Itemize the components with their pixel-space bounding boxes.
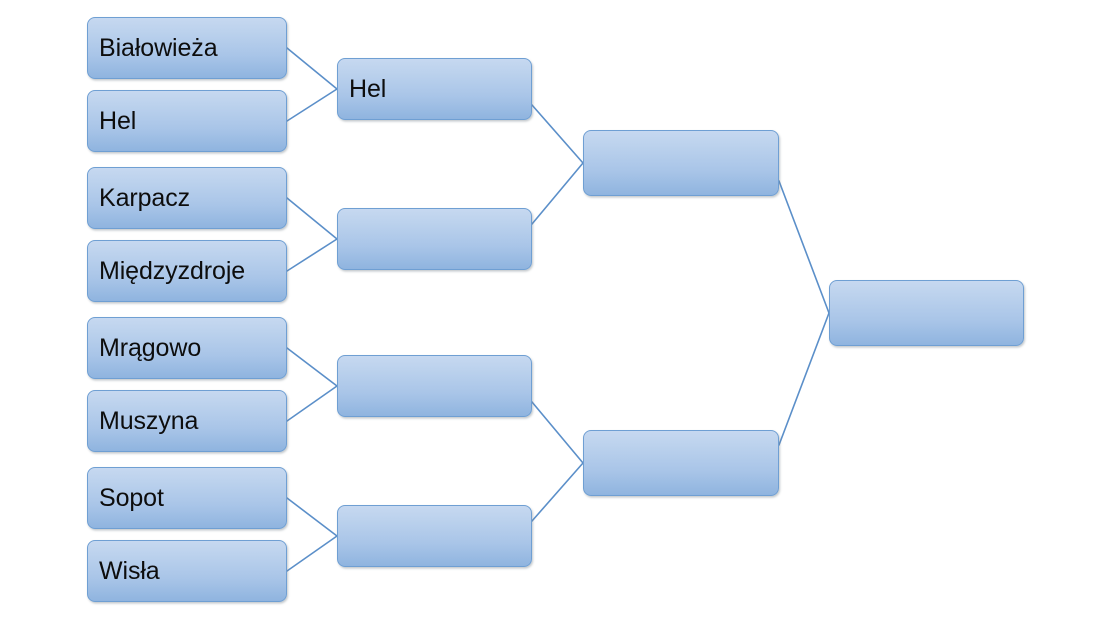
connector-r1-2-to-r2-1 [286, 197, 338, 240]
bracket-slot-label: Karpacz [99, 183, 191, 212]
connector-r2-3-to-sf-1 [531, 462, 584, 522]
connector-r1-3-to-r2-1 [286, 238, 338, 272]
bracket-slot-round1-7[interactable]: Wisła [87, 540, 287, 602]
bracket-slot-label: Międzyzdroje [99, 256, 246, 285]
bracket-slot-round1-4[interactable]: Mrągowo [87, 317, 287, 379]
bracket-slot-label: Muszyna [99, 406, 199, 435]
bracket-slot-final-0[interactable] [829, 280, 1024, 346]
connector-r2-0-to-sf-0 [531, 104, 584, 164]
bracket-slot-round2-2[interactable] [337, 355, 532, 417]
connector-sf-1-to-final [778, 312, 830, 446]
bracket-slot-round2-3[interactable] [337, 505, 532, 567]
connector-r1-0-to-r2-0 [286, 47, 338, 90]
bracket-slot-round1-6[interactable]: Sopot [87, 467, 287, 529]
bracket-slot-semifinal-0[interactable] [583, 130, 779, 196]
bracket-slot-round2-1[interactable] [337, 208, 532, 270]
bracket-slot-round2-0[interactable]: Hel [337, 58, 532, 120]
bracket-slot-label: Mrągowo [99, 333, 202, 362]
connector-r1-7-to-r2-3 [286, 535, 338, 572]
bracket-slot-round1-1[interactable]: Hel [87, 90, 287, 152]
bracket-slot-label: Wisła [99, 556, 160, 585]
connector-r1-4-to-r2-2 [286, 347, 338, 387]
bracket-slot-round1-5[interactable]: Muszyna [87, 390, 287, 452]
connector-r2-1-to-sf-0 [531, 162, 584, 225]
connector-r1-5-to-r2-2 [286, 385, 338, 422]
bracket-slot-semifinal-1[interactable] [583, 430, 779, 496]
bracket-slot-label: Białowieża [99, 33, 218, 62]
bracket-slot-round1-0[interactable]: Białowieża [87, 17, 287, 79]
bracket-slot-label: Sopot [99, 483, 164, 512]
bracket-slot-round1-3[interactable]: Międzyzdroje [87, 240, 287, 302]
connector-r1-6-to-r2-3 [286, 497, 338, 537]
connector-sf-0-to-final [778, 180, 830, 314]
bracket-slot-label: Hel [99, 106, 137, 135]
connector-r2-2-to-sf-1 [531, 401, 584, 464]
bracket-slot-round1-2[interactable]: Karpacz [87, 167, 287, 229]
bracket-slot-label: Hel [349, 74, 387, 103]
connector-r1-1-to-r2-0 [286, 88, 338, 122]
